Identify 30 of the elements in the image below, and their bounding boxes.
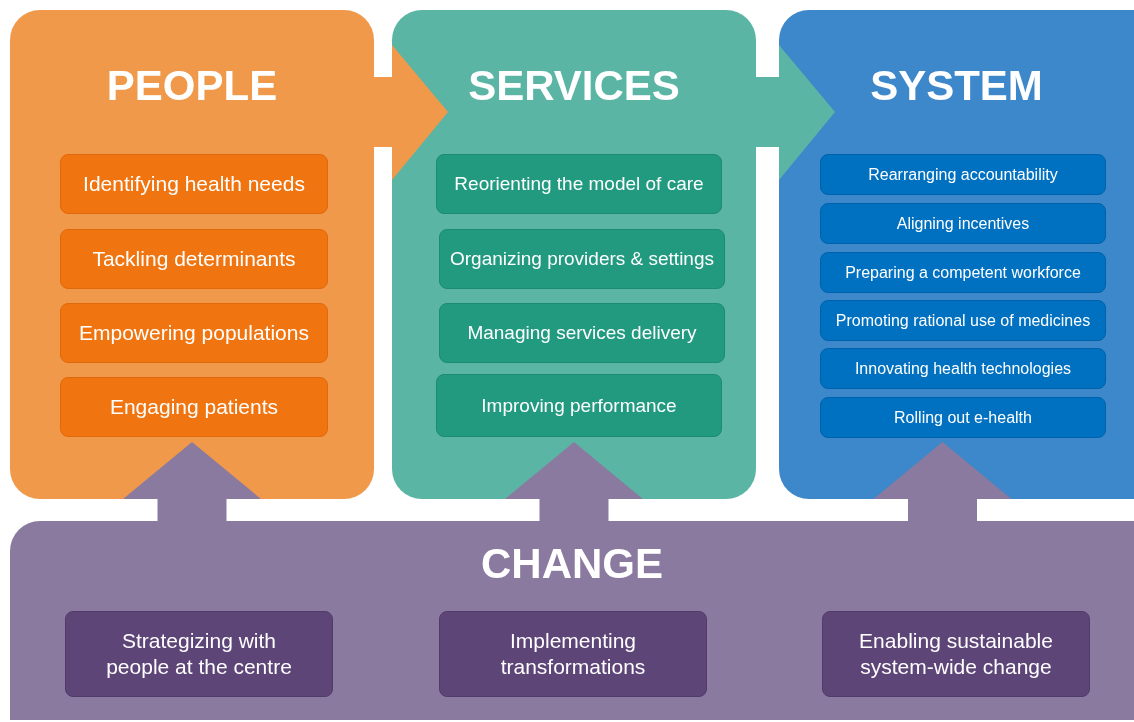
item-box: Tackling determinants: [60, 229, 328, 289]
block-arrow: [756, 45, 835, 180]
section-panel: [779, 10, 1134, 499]
block-arrow: [873, 442, 1012, 521]
block-arrow: [123, 442, 261, 521]
section-panel: [10, 10, 374, 499]
item-box: Improving performance: [436, 374, 722, 437]
item-box: Empowering populations: [60, 303, 328, 363]
section-heading: SYSTEM: [869, 61, 1044, 111]
section-heading: CHANGE: [480, 539, 664, 589]
section-panel: [392, 10, 756, 499]
item-box: Rearranging accountability: [820, 154, 1106, 195]
item-box: Preparing a competent workforce: [820, 252, 1106, 293]
item-box: Strategizing with people at the centre: [65, 611, 333, 697]
section-heading: PEOPLE: [105, 61, 279, 111]
item-box: Innovating health technologies: [820, 348, 1106, 389]
block-arrow: [374, 45, 448, 180]
item-box: Organizing providers & settings: [439, 229, 725, 289]
item-box: Aligning incentives: [820, 203, 1106, 244]
item-box: Enabling sustainable system-wide change: [822, 611, 1090, 697]
block-arrow: [505, 442, 643, 521]
item-box: Promoting rational use of medicines: [820, 300, 1106, 341]
section-panel: [10, 521, 1134, 720]
section-heading: SERVICES: [467, 61, 681, 111]
item-box: Implementing transformations: [439, 611, 707, 697]
item-box: Rolling out e-health: [820, 397, 1106, 438]
item-box: Engaging patients: [60, 377, 328, 437]
item-box: Reorienting the model of care: [436, 154, 722, 214]
item-box: Identifying health needs: [60, 154, 328, 214]
item-box: Managing services delivery: [439, 303, 725, 363]
